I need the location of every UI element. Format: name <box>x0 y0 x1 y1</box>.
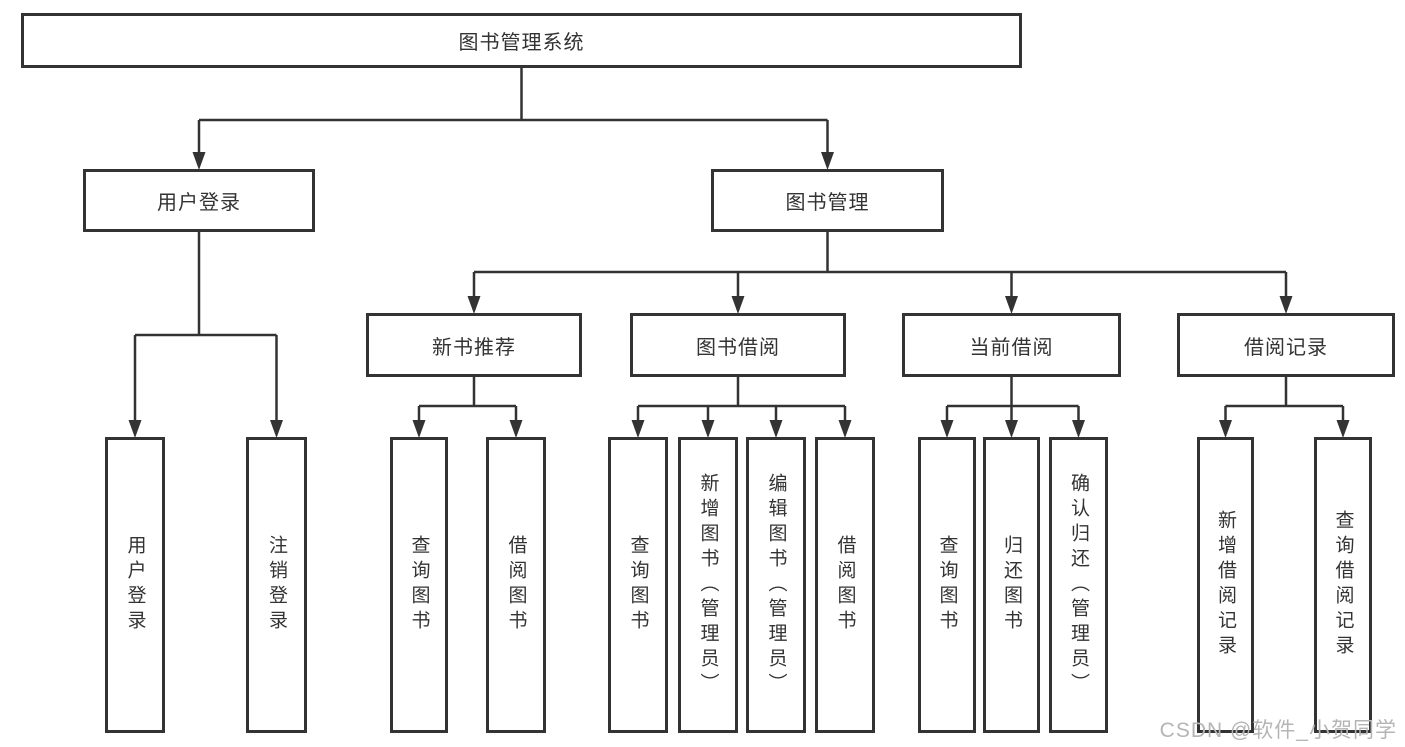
node-label: 图书管理系统 <box>458 32 585 54</box>
node-rec-borrow-book: 借阅图书 <box>486 437 546 733</box>
node-label: 查询图书 <box>627 535 649 635</box>
node-root: 图书管理系统 <box>21 13 1022 68</box>
arrowhead-icon <box>467 296 481 314</box>
arrowhead-icon <box>509 420 523 438</box>
arrowhead-icon <box>1279 296 1293 314</box>
node-new-book-rec: 新书推荐 <box>366 313 582 377</box>
watermark: CSDN @软件_小贺同学 <box>1159 719 1397 742</box>
node-bb-query-book: 查询图书 <box>608 437 668 733</box>
node-label: 编辑图书（管理员） <box>765 472 787 698</box>
node-br-query-record: 查询借阅记录 <box>1314 437 1372 733</box>
node-label: 当前借阅 <box>969 336 1054 359</box>
node-label: 确认归还（管理员） <box>1068 472 1089 698</box>
node-label: 查询图书 <box>936 535 958 635</box>
node-borrow-records: 借阅记录 <box>1177 313 1395 377</box>
arrowhead-icon <box>731 296 745 314</box>
arrowhead-icon <box>838 420 852 438</box>
arrowhead-icon <box>1336 420 1350 438</box>
node-cb-return-book: 归还图书 <box>983 437 1040 733</box>
arrowhead-icon <box>270 420 283 438</box>
node-bb-edit-book: 编辑图书（管理员） <box>746 437 806 733</box>
node-book-mgmt: 图书管理 <box>711 169 944 232</box>
arrowhead-icon <box>701 420 715 438</box>
node-current-borrow: 当前借阅 <box>902 313 1121 377</box>
arrowhead-icon <box>769 420 783 438</box>
node-label: 用户登录 <box>124 535 146 635</box>
node-br-add-record: 新增借阅记录 <box>1197 437 1254 733</box>
arrowhead-icon <box>128 420 142 438</box>
node-book-borrow: 图书借阅 <box>630 313 846 377</box>
node-leaf-logout: 注销登录 <box>246 437 307 733</box>
arrowhead-icon <box>1005 420 1018 438</box>
arrowhead-icon <box>940 420 954 438</box>
node-leaf-user-login: 用户登录 <box>105 437 165 733</box>
node-label: 用户登录 <box>157 192 241 214</box>
node-label: 查询图书 <box>408 535 430 635</box>
node-bb-borrow-book: 借阅图书 <box>815 437 875 733</box>
node-label: 归还图书 <box>1001 535 1022 635</box>
arrowhead-icon <box>1072 420 1085 438</box>
node-label: 查询借阅记录 <box>1332 510 1354 660</box>
node-cb-query-book: 查询图书 <box>918 437 976 733</box>
node-label: 新增图书（管理员） <box>697 472 719 698</box>
node-label: 新增借阅记录 <box>1215 510 1236 660</box>
arrowhead-icon <box>412 420 426 438</box>
node-label: 借阅图书 <box>834 535 856 635</box>
node-label: 新书推荐 <box>432 336 516 359</box>
node-rec-query-book: 查询图书 <box>390 437 448 733</box>
node-cb-confirm-return: 确认归还（管理员） <box>1049 437 1108 733</box>
node-label: 借阅图书 <box>505 535 527 635</box>
node-label: 图书管理 <box>785 192 870 214</box>
arrowhead-icon <box>821 152 834 170</box>
node-label: 注销登录 <box>266 535 287 635</box>
arrowhead-icon <box>631 420 645 438</box>
node-label: 图书借阅 <box>696 336 780 359</box>
arrowhead-icon <box>192 152 206 170</box>
arrowhead-icon <box>1219 420 1232 438</box>
node-bb-add-book: 新增图书（管理员） <box>678 437 738 733</box>
node-label: 借阅记录 <box>1244 336 1328 359</box>
arrowhead-icon <box>1005 296 1018 314</box>
node-user-login: 用户登录 <box>83 169 315 232</box>
